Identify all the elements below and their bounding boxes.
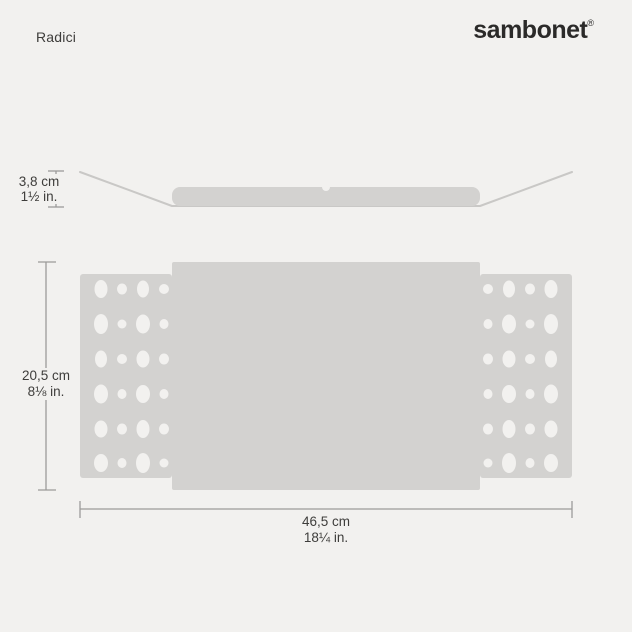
perforation-hole <box>483 353 493 365</box>
perforation-hole <box>544 384 558 404</box>
perforation-hole <box>137 280 149 298</box>
top-view-holes <box>94 280 558 473</box>
perforation-hole <box>525 458 535 468</box>
side-view <box>79 171 573 207</box>
top-view-left-wing <box>80 274 172 478</box>
top-view <box>80 262 572 490</box>
perforation-hole <box>483 389 493 399</box>
perforation-hole <box>95 350 107 368</box>
perforation-hole <box>525 319 535 329</box>
perforation-hole <box>159 319 169 329</box>
perforation-hole <box>94 420 108 438</box>
perforation-hole <box>502 453 516 473</box>
perforation-hole <box>544 314 558 334</box>
perforation-hole <box>483 458 493 468</box>
perforation-hole <box>117 423 127 435</box>
height-imperial-label: 1½ in. <box>20 189 58 204</box>
perforation-hole <box>94 280 108 298</box>
brand-logo-text: sambonet <box>473 16 588 44</box>
perforation-hole <box>159 458 169 468</box>
width-dimension-label: 46,5 cm 18¼ in. <box>266 514 386 546</box>
perforation-hole <box>136 385 150 403</box>
perforation-hole <box>502 314 516 334</box>
top-view-body <box>172 262 480 490</box>
perforation-hole <box>136 314 150 334</box>
perforation-hole <box>483 319 493 329</box>
depth-metric-label: 20,5 cm <box>21 368 71 383</box>
perforation-hole <box>117 354 127 364</box>
perforation-hole <box>483 284 493 294</box>
side-view-notch <box>322 183 330 191</box>
perforation-hole <box>159 423 169 435</box>
perforation-hole <box>117 458 127 468</box>
width-dimension <box>79 501 573 518</box>
perforation-hole <box>117 319 127 329</box>
product-name: Radici <box>36 29 77 45</box>
perforation-hole <box>544 454 558 472</box>
registered-trademark-icon: ® <box>587 18 594 28</box>
perforation-hole <box>159 353 169 365</box>
perforation-hole <box>545 350 557 368</box>
depth-dimension-label: 20,5 cm 8⅛ in. <box>13 368 79 400</box>
brand-logo: sambonet® <box>473 16 594 45</box>
top-view-right-wing <box>480 274 572 478</box>
perforation-hole <box>544 420 558 438</box>
width-metric-label: 46,5 cm <box>301 514 351 529</box>
perforation-hole <box>94 384 108 404</box>
perforation-hole <box>502 420 516 438</box>
perforation-hole <box>117 283 127 295</box>
depth-imperial-label: 8⅛ in. <box>27 384 65 399</box>
perforation-hole <box>483 423 493 435</box>
perforation-hole <box>502 350 516 368</box>
perforation-hole <box>159 389 169 399</box>
perforation-hole <box>525 389 535 399</box>
perforation-hole <box>503 280 515 298</box>
perforation-hole <box>544 280 558 298</box>
perforation-hole <box>94 314 108 334</box>
perforation-hole <box>136 420 150 438</box>
perforation-hole <box>525 354 535 364</box>
perforation-hole <box>525 423 535 435</box>
perforation-hole <box>136 453 150 473</box>
side-view-body <box>172 187 480 206</box>
perforation-hole <box>525 283 535 295</box>
perforation-hole <box>94 454 108 472</box>
height-dimension-label: 3,8 cm 1½ in. <box>6 174 72 204</box>
height-metric-label: 3,8 cm <box>18 174 60 189</box>
perforation-hole <box>136 350 150 368</box>
perforation-hole <box>159 284 169 294</box>
perforation-hole <box>502 385 516 403</box>
width-imperial-label: 18¼ in. <box>303 530 349 545</box>
perforation-hole <box>117 389 127 399</box>
